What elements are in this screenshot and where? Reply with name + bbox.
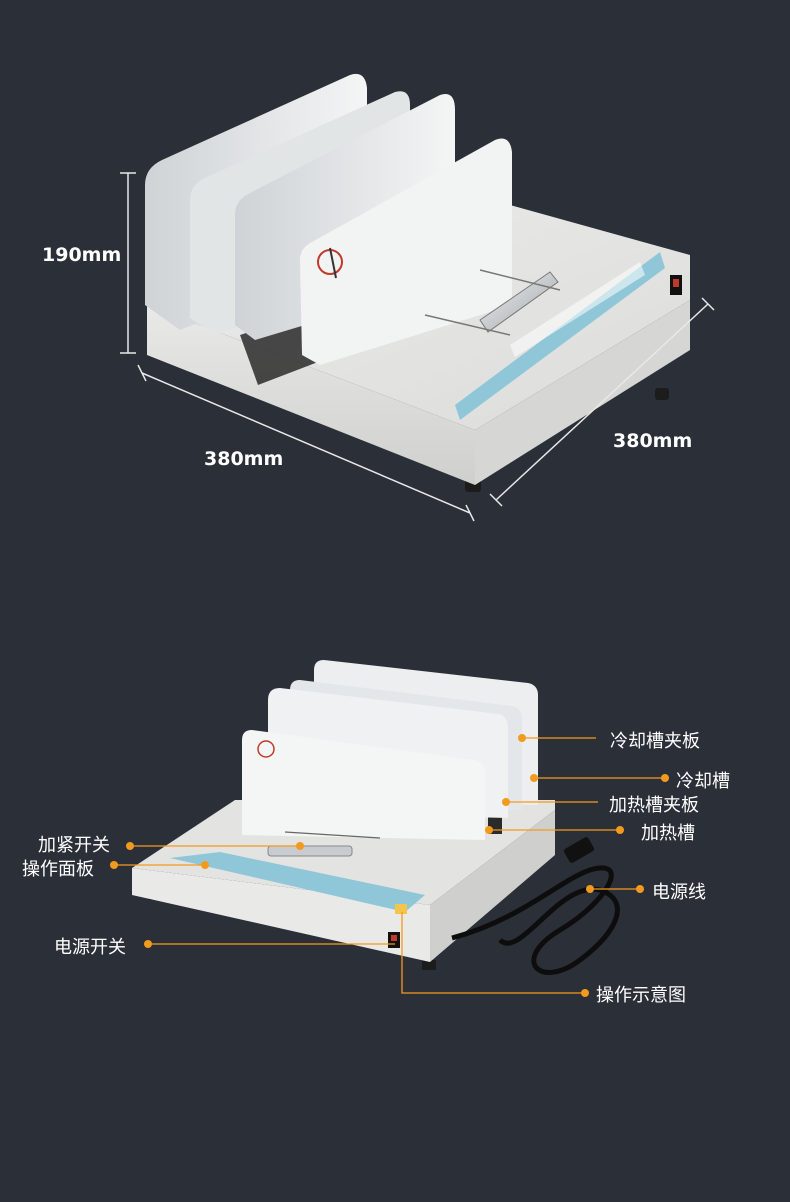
operation-diagram-panel: [170, 852, 425, 912]
label-power-switch: 电源开关: [54, 937, 126, 958]
leader-dot: [616, 826, 624, 834]
height-dimension-label: 190mm: [42, 244, 122, 266]
depth-dimension-label: 380mm: [613, 430, 693, 452]
leader-dot: [581, 989, 589, 997]
leader-dot: [485, 826, 493, 834]
front-plate: [242, 730, 485, 840]
power-switch-indicator: [391, 935, 397, 941]
width-dimension-tick: [137, 364, 147, 382]
label-control-panel: 操作面板: [22, 859, 94, 880]
slider-track: [479, 269, 561, 291]
slider-track: [424, 314, 511, 336]
operation-diagram-figures: [510, 262, 645, 357]
width-dimension-tick: [465, 504, 475, 522]
front-plate: [300, 138, 512, 365]
power-switch-indicator: [673, 279, 679, 287]
clamp-handle: [479, 271, 559, 333]
leader-dot: [144, 940, 152, 948]
operation-diagram-marker: [395, 904, 407, 914]
leader-dot: [502, 798, 510, 806]
machine-front-face: [132, 868, 430, 962]
width-dimension-label: 380mm: [204, 448, 284, 470]
machine-foot: [422, 960, 436, 970]
depth-dimension-line: [495, 303, 709, 501]
label-heating-slot: 加热槽: [641, 823, 695, 844]
depth-dimension-tick: [701, 297, 715, 311]
label-power-cord: 电源线: [652, 882, 706, 903]
slider-track: [284, 831, 381, 839]
label-clamp-switch: 加紧开关: [38, 835, 110, 856]
machine-front-face: [147, 305, 475, 485]
width-dimension-line: [141, 372, 471, 514]
leader-dot: [201, 861, 209, 869]
label-cooling-slot: 冷却槽: [676, 771, 730, 792]
brand-logo-icon: [257, 740, 275, 758]
depth-dimension-tick: [489, 493, 503, 507]
power-plug: [563, 837, 595, 863]
machine-foot: [655, 388, 669, 400]
leader-dot: [126, 842, 134, 850]
leader-dot: [661, 774, 669, 782]
brand-logo-mark: [329, 247, 337, 279]
leader-dot: [636, 885, 644, 893]
top-machine-illustration: [120, 73, 715, 522]
leader-dot: [530, 774, 538, 782]
label-cooling-slot-clamp: 冷却槽夹板: [610, 731, 700, 752]
clamp-handle: [267, 845, 353, 857]
leader-line-operation-diagram: [401, 912, 585, 994]
machine-side-face: [430, 810, 555, 962]
power-cord: [451, 865, 620, 975]
leader-dot: [586, 885, 594, 893]
label-heating-slot-clamp: 加热槽夹板: [609, 795, 699, 816]
label-operation-diagram: 操作示意图: [596, 985, 686, 1006]
leader-dot: [518, 734, 526, 742]
leader-dot: [296, 842, 304, 850]
leader-dot: [110, 861, 118, 869]
machine-side-face: [475, 300, 690, 485]
